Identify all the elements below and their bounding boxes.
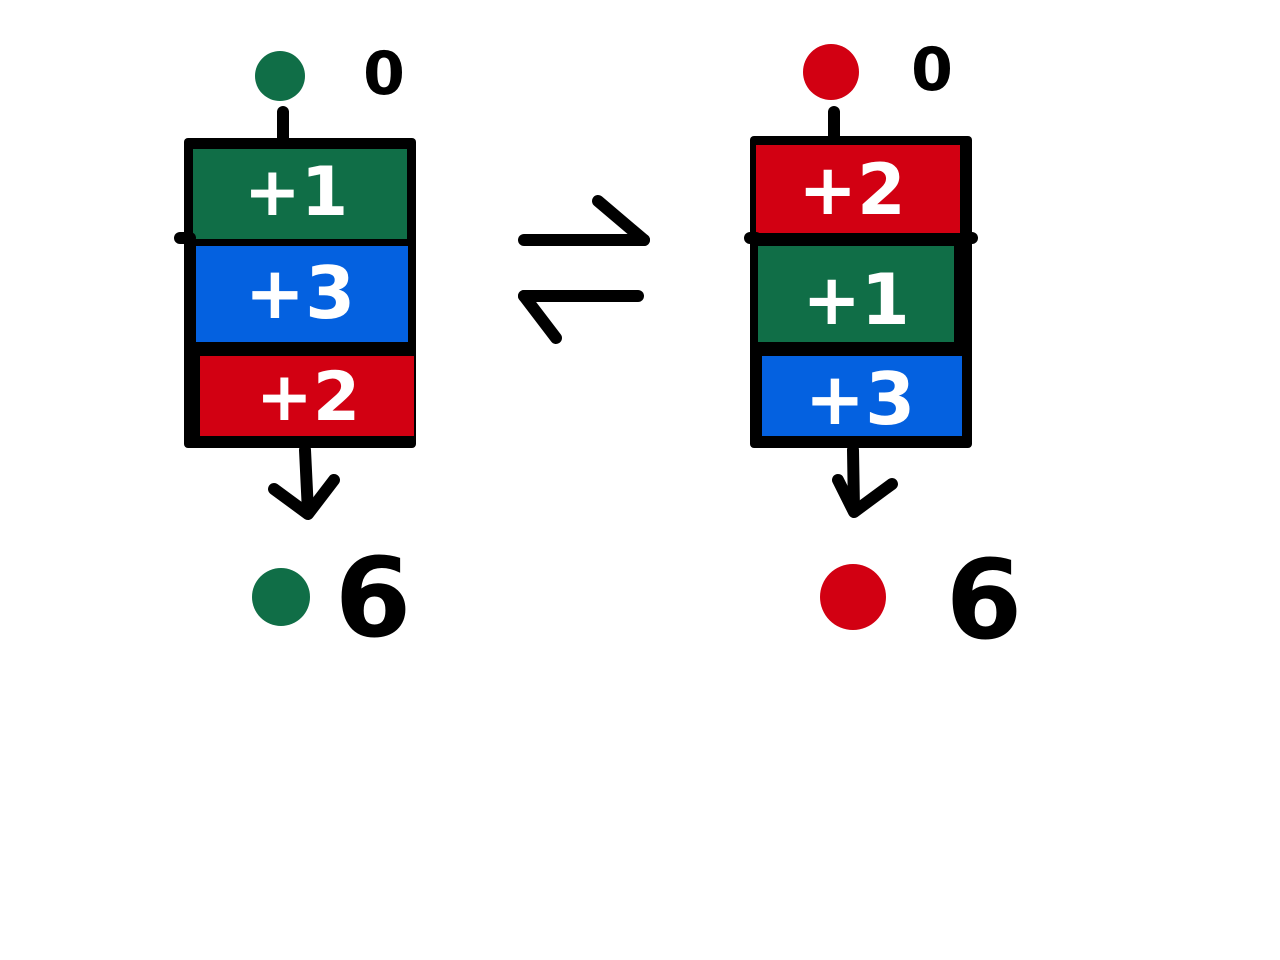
left-stage-2 <box>196 246 408 342</box>
right-pipeline: 0 +2 +1 +3 6 <box>744 35 1023 664</box>
right-input-value: 0 <box>911 35 953 105</box>
left-output-arrow <box>268 444 340 520</box>
left-stage-3-label: +2 <box>256 358 360 437</box>
left-output-value: 6 <box>335 534 412 662</box>
right-output-dot <box>820 564 886 630</box>
right-stage-3 <box>762 356 962 436</box>
right-stage-2-label: +1 <box>802 259 909 341</box>
left-stage-1-label: +1 <box>244 153 348 232</box>
right-stage-1 <box>756 145 960 233</box>
left-right-harpoons-icon <box>518 195 650 344</box>
left-stage-2-label: +3 <box>245 251 355 335</box>
left-stage-3 <box>200 356 414 436</box>
right-output-arrow <box>832 444 898 518</box>
left-stage-1 <box>193 149 407 239</box>
left-input-dot <box>255 51 305 101</box>
right-stage-3-label: +3 <box>805 357 915 441</box>
right-input-dot <box>803 44 859 100</box>
right-stage-2 <box>758 246 954 342</box>
right-stage-1-label: +2 <box>798 149 905 231</box>
left-pipeline: 0 +1 +3 +2 6 <box>174 39 416 662</box>
left-input-value: 0 <box>363 39 405 109</box>
right-output-value: 6 <box>946 536 1023 664</box>
left-output-dot <box>252 568 310 626</box>
